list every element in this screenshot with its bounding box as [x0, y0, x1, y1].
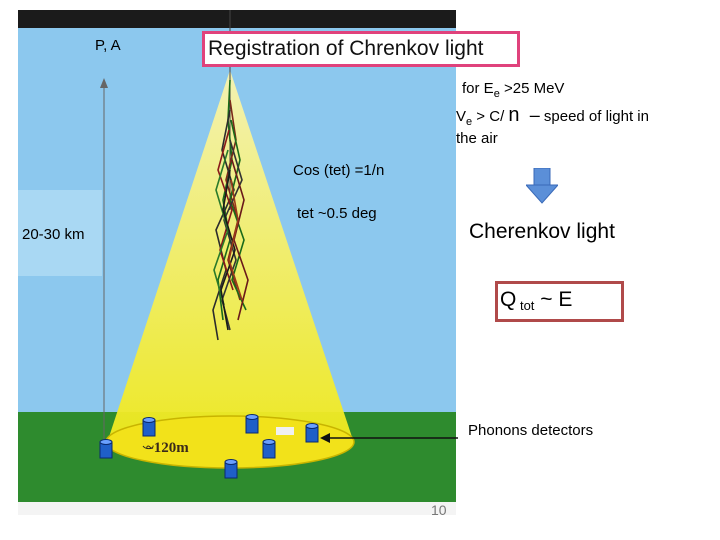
velocity-subscript: e — [466, 116, 473, 128]
cylinder-detector-icon — [305, 423, 319, 443]
energy-value: >25 MeV — [499, 80, 565, 97]
sky-top-band — [18, 10, 456, 28]
detector-array — [99, 414, 319, 479]
slide-title: Registration of Chrenkov light — [208, 37, 484, 60]
slide-number: 10 — [431, 502, 447, 515]
velocity-prefix: V — [456, 108, 467, 125]
cherenkov-label: Cherenkov light — [469, 220, 615, 243]
charge-energy-box — [495, 281, 624, 322]
proportional-energy: ~ E — [534, 288, 573, 311]
air-text: the air — [456, 130, 498, 147]
label-backdrop — [88, 36, 196, 58]
refractive-index: n — [508, 104, 520, 126]
energy-subscript: e — [493, 88, 500, 100]
energy-threshold: for Ee >25 MeV — [462, 80, 565, 100]
cylinder-detector-icon — [142, 417, 156, 437]
shower-particle-tracks — [212, 79, 249, 341]
distance-label: ~120m — [146, 440, 189, 456]
cos-condition-label: Cos (tet) =1/n — [293, 162, 385, 179]
charge-energy-relation: Q tot ~ E — [500, 288, 573, 313]
cylinder-detector-icon — [245, 414, 259, 434]
velocity-relation: > C/ — [472, 108, 509, 125]
pointer-arrow — [320, 433, 458, 443]
down-arrow-icon — [526, 168, 558, 204]
angle-label: tet ~0.5 deg — [297, 205, 377, 222]
velocity-condition: Ve > C/ n – speed of light in — [456, 104, 649, 128]
charge-symbol: Q — [500, 288, 517, 311]
title-frame — [202, 31, 520, 67]
altitude-label: 20-30 km — [22, 226, 85, 243]
altitude-label-box — [18, 190, 102, 276]
cylinder-detector-icon — [262, 439, 276, 459]
marker — [276, 427, 294, 435]
cylinder-detector-icon — [99, 439, 113, 459]
primary-particle-label: P, A — [95, 37, 121, 54]
charge-subscript: tot — [516, 298, 535, 313]
range-arc — [142, 445, 154, 450]
air-shower-illustration: ~120m 10 — [18, 10, 456, 515]
bottom-strip — [18, 502, 456, 515]
dash: – — [529, 105, 540, 125]
altitude-arrow — [100, 78, 108, 446]
speed-text: speed of light in — [539, 108, 649, 125]
energy-prefix: for E — [462, 80, 494, 97]
cylinder-detector-icon — [224, 459, 238, 479]
phonons-detectors-label: Phonons detectors — [468, 422, 594, 439]
